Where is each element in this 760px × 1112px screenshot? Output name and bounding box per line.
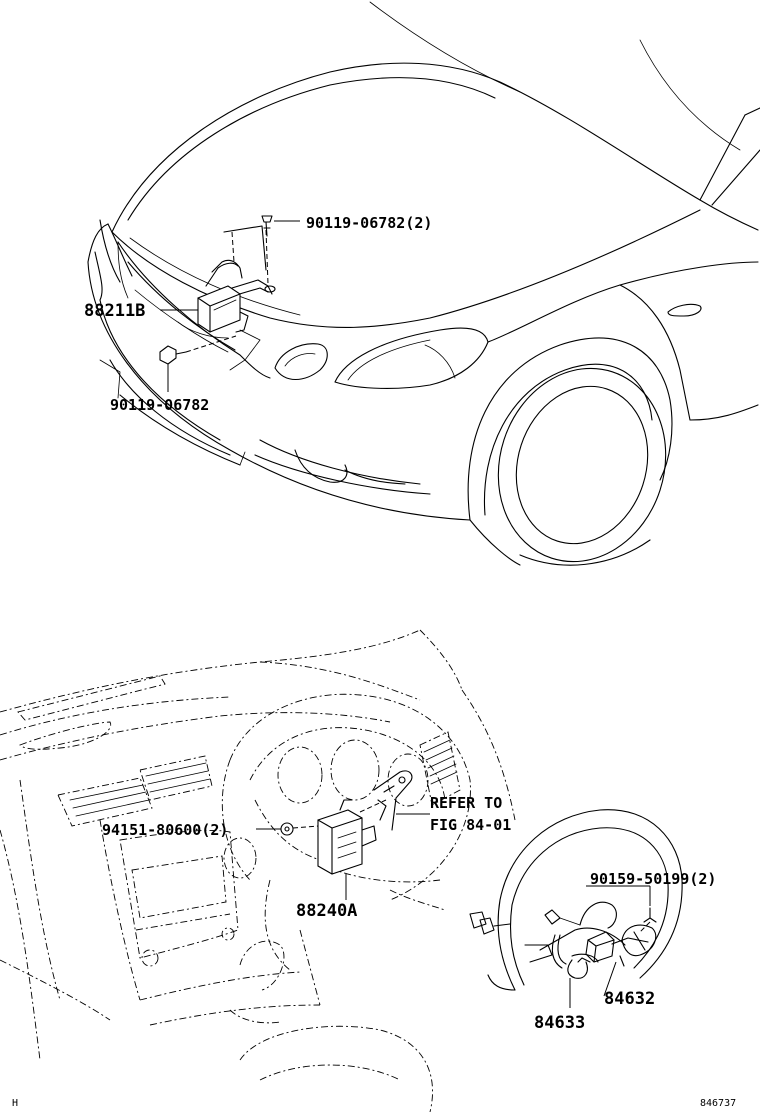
label-front-sensor-lower-bolt: 90119-06782: [110, 396, 209, 414]
instrument-panel-illustration: [0, 629, 683, 1112]
label-switch: 84632: [604, 989, 655, 1009]
label-front-sensor-bolt: 90119-06782(2): [306, 214, 432, 232]
label-control-unit: 88240A: [296, 901, 357, 921]
corner-mark: H: [12, 1098, 18, 1109]
label-switch-screw: 90159-50199(2): [590, 870, 716, 888]
label-front-sensor: 88211B: [84, 301, 145, 321]
label-control-unit-nut: 94151-80600(2): [102, 821, 228, 839]
label-refer-to: REFER TO: [430, 794, 502, 812]
car-front-illustration: [87, 1, 760, 566]
figure-number: 846737: [700, 1098, 736, 1109]
label-refer-fig: FIG 84-01: [430, 816, 511, 834]
label-switch-harness: 84633: [534, 1013, 585, 1033]
